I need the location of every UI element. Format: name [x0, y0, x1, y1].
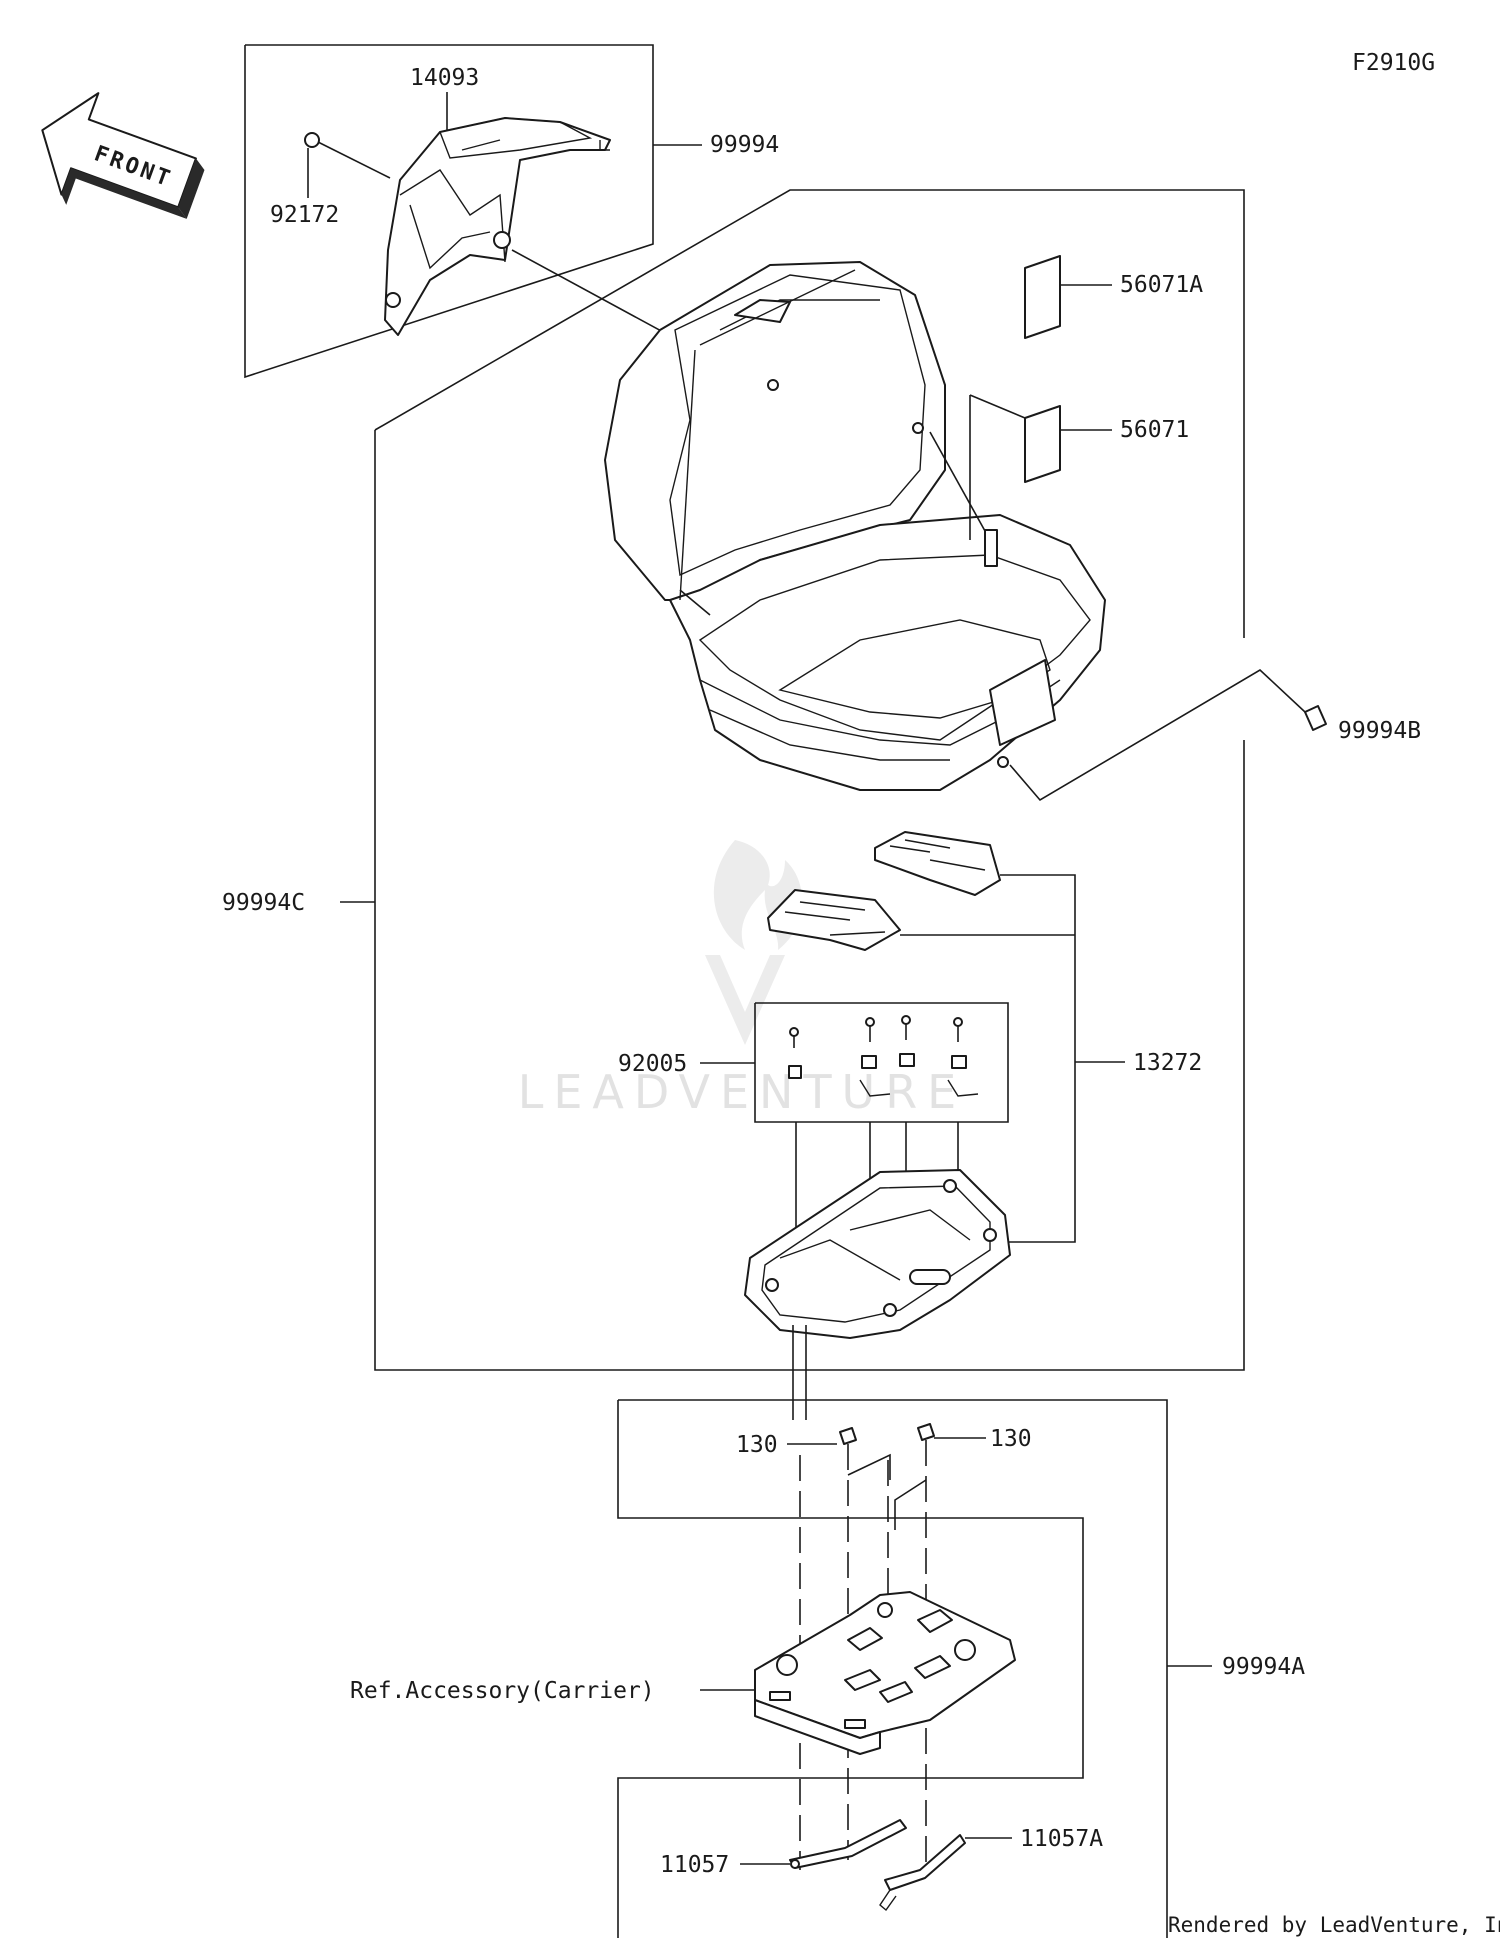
screws-box — [754, 1002, 1009, 1123]
bolt-icon — [839, 1423, 935, 1870]
callout-11057A: 11057A — [1020, 1826, 1103, 1852]
stay-bracket-icon — [789, 1819, 966, 1912]
callout-99994: 99994 — [710, 132, 779, 158]
bolt-icon — [304, 132, 391, 179]
callout-13272: 13272 — [1133, 1050, 1202, 1076]
top-case-icon — [604, 261, 1106, 791]
callout-99994A: 99994A — [1222, 1654, 1305, 1680]
callout-92172: 92172 — [270, 202, 339, 228]
callout-130-left: 130 — [736, 1432, 778, 1458]
callout-99994C: 99994C — [222, 890, 305, 916]
decal-icon — [1024, 255, 1061, 339]
callout-92005: 92005 — [618, 1051, 687, 1077]
callout-ref-carrier: Ref.Accessory(Carrier) — [350, 1678, 655, 1704]
backrest-pad-icon — [767, 831, 1001, 951]
callout-56071A: 56071A — [1120, 272, 1203, 298]
callout-14093: 14093 — [410, 65, 479, 91]
base-plate-icon — [744, 1169, 1011, 1339]
figure-code: F2910G — [1352, 50, 1435, 76]
callout-11057: 11057 — [660, 1852, 729, 1878]
topcase-group-box-bottom — [374, 430, 1245, 1371]
leadventure-watermark: LEADVENTURE — [518, 840, 967, 1119]
carrier-group-box-inner — [617, 1400, 1084, 1938]
decal-icon — [1024, 405, 1061, 483]
callout-56071: 56071 — [1120, 417, 1189, 443]
bolt-icon — [789, 1015, 963, 1048]
carrier-group-box-right — [618, 1399, 1168, 1938]
nut-icon — [788, 1053, 979, 1097]
watermark-text: LEADVENTURE — [518, 1065, 967, 1119]
carrier-plate-icon — [754, 1591, 1016, 1755]
front-arrow-icon: FRONT — [41, 92, 205, 219]
backrest-pad-icon — [384, 117, 611, 336]
topcase-group-box-top — [374, 189, 1245, 638]
backrest-group-box — [244, 44, 654, 379]
callout-130-right: 130 — [990, 1426, 1032, 1452]
footer-credit: Rendered by LeadVenture, Inc. — [1168, 1913, 1500, 1937]
callout-99994B: 99994B — [1338, 718, 1421, 744]
nut-icon — [1304, 705, 1327, 731]
